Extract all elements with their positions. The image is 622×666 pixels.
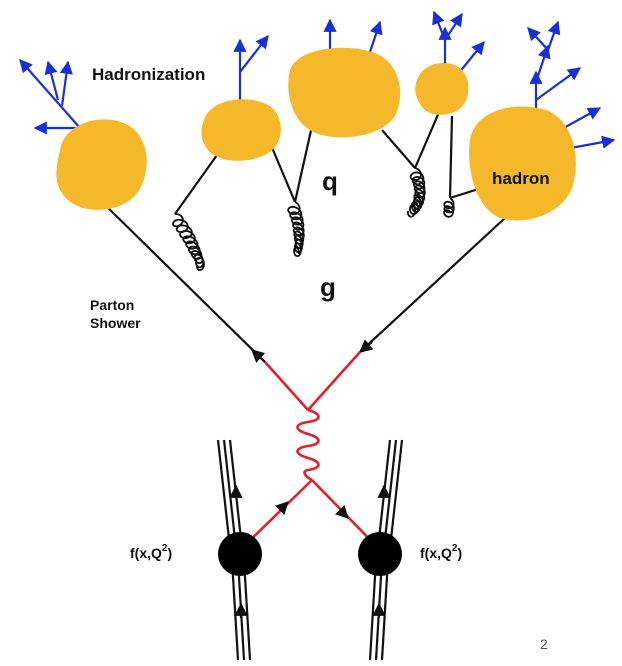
hadron-blob-5: [469, 107, 576, 221]
particle-arrow: [62, 62, 68, 106]
particle-arrow: [434, 12, 445, 40]
parton-line: [295, 126, 312, 202]
parton-line: [382, 130, 415, 168]
hadron-blob-2: [201, 99, 280, 161]
gluon-right-small: [444, 198, 454, 217]
parton-line: [360, 218, 505, 352]
particle-arrow: [445, 14, 462, 40]
particle-arrow: [560, 108, 600, 130]
hadron-blob-3: [288, 48, 400, 138]
parton-line: [252, 350, 265, 362]
hadron-blob-1: [56, 119, 146, 210]
beam-line: [384, 440, 396, 548]
particle-arrow: [528, 28, 548, 50]
red-parton-line: [308, 352, 360, 410]
beam-line: [390, 440, 402, 548]
parton-line: [415, 110, 440, 168]
hard-process: [240, 352, 380, 550]
pdf-label-right: f(x,Q2): [420, 543, 462, 561]
beam-line: [218, 440, 230, 548]
hadron-blob-4: [415, 63, 468, 115]
incoming-beams: [218, 440, 402, 660]
gluon-lines: [173, 168, 454, 270]
parton-line: [100, 200, 265, 362]
parton-line: [175, 148, 222, 214]
particle-arrow: [548, 22, 558, 50]
beam-line: [224, 440, 236, 548]
parton-line: [360, 342, 372, 352]
gluon-label: g: [320, 272, 336, 302]
proton-right: [358, 532, 402, 576]
particle-arrow: [536, 68, 580, 100]
proton-left: [218, 532, 262, 576]
red-parton-line: [265, 362, 308, 410]
pdf-label-left: f(x,Q2): [130, 543, 172, 561]
gluon-left: [173, 214, 204, 270]
particle-arrow: [240, 36, 268, 72]
hadron-label: hadron: [492, 169, 550, 188]
parton-shower-label-line1: Parton: [90, 297, 134, 313]
parton-line: [450, 116, 452, 198]
hadronization-label: Hadronization: [92, 65, 205, 84]
gluon-right: [408, 168, 425, 217]
particle-arrow: [536, 46, 548, 82]
page-number: 2: [540, 636, 548, 652]
quark-label: q: [322, 166, 338, 196]
gluon-center: [288, 202, 304, 256]
particle-arrow: [458, 42, 484, 74]
parton-shower-label-line2: Shower: [90, 315, 141, 331]
exchanged-boson: [298, 410, 319, 480]
